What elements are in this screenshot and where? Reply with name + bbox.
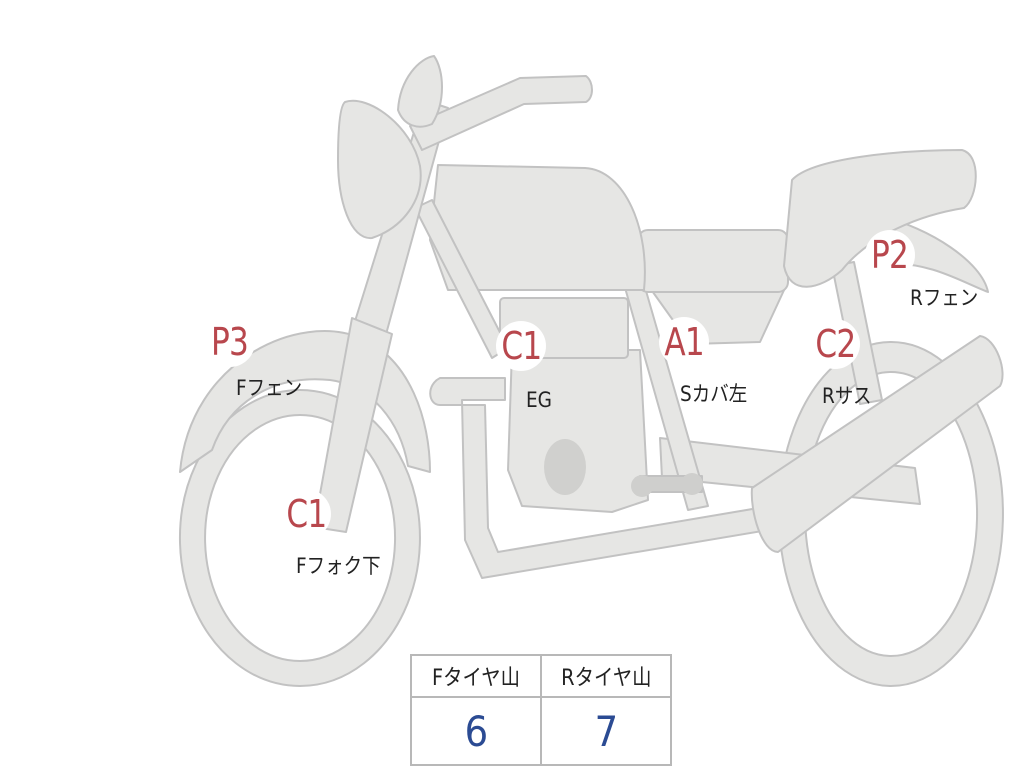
marker-front-fork: C1 [281,489,331,539]
marker-front-fender: P3 [205,317,255,367]
muffler [750,335,1004,553]
headlight [337,99,422,240]
marker-rear-suspension: C2 [810,319,860,369]
marker-rear-fender: P2 [865,230,915,280]
seat-base [637,229,789,293]
rear-tire-header: Rタイヤ山 [540,654,672,698]
damage-code: C1 [501,324,542,368]
part-label: EG [526,388,553,412]
front-tire-value: 6 [410,696,542,766]
fuel-tank [429,164,646,291]
foot-peg-knob-right [681,473,703,495]
mirror [397,55,443,128]
part-label: Rフェン [910,286,979,310]
exhaust-pipe [429,377,781,579]
marker-engine: C1 [496,321,546,371]
tire-tread-table: Fタイヤ山 Rタイヤ山 6 7 [410,654,672,766]
engine-block [507,349,649,513]
rear-wheel [777,341,1004,687]
front-tire-header: Fタイヤ山 [410,654,542,698]
fork-guard [313,317,393,533]
damage-code: A1 [664,320,704,364]
damage-code: C1 [286,492,327,536]
engine-cover [544,439,586,495]
part-label: Fフォク下 [296,554,381,578]
part-label: Rサス [822,384,872,408]
rear-tire-value: 7 [540,696,672,766]
rear-fender [879,215,989,293]
seat [783,149,977,288]
damage-code: C2 [815,322,856,366]
handlebar [409,75,593,151]
part-label: Sカバ左 [680,382,748,406]
table-header-row: Fタイヤ山 Rタイヤ山 [410,654,672,698]
foot-peg-knob-left [631,475,653,497]
damage-code: P2 [871,233,910,277]
table-row: 6 7 [410,696,672,766]
marker-side-cover: A1 [659,317,709,367]
part-label: Fフェン [236,376,303,400]
damage-code: P3 [211,320,250,364]
